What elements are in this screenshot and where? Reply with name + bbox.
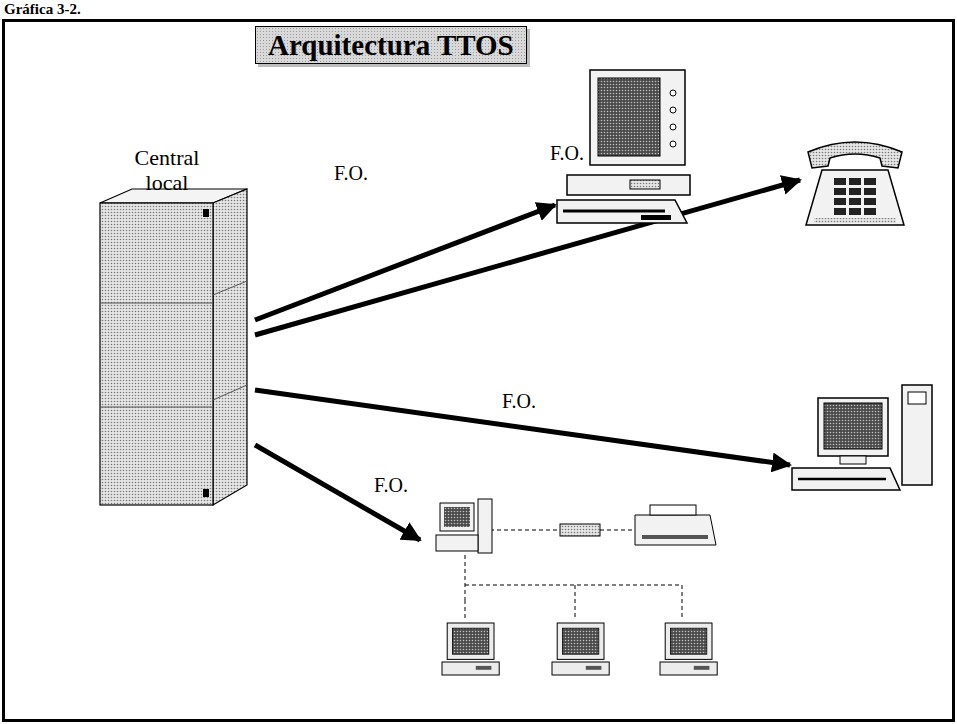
link-label: F.O. — [548, 142, 586, 164]
phone-key — [864, 208, 876, 215]
screen-shape — [824, 403, 882, 449]
printer-paper — [650, 505, 696, 515]
fiber-link — [255, 390, 790, 465]
monitor-shape — [665, 623, 712, 659]
monitor-knob — [670, 124, 676, 130]
cabinet-handle — [203, 489, 209, 497]
keyboard-keys — [798, 478, 886, 481]
drive-slot — [586, 666, 602, 670]
monitor-knob — [670, 141, 676, 147]
handset-shape — [808, 142, 902, 168]
monitor-knob — [670, 107, 676, 113]
cabinet-divider — [213, 281, 247, 295]
phone-key — [849, 178, 861, 185]
link-label: F.O. — [500, 390, 538, 412]
phone-key — [864, 188, 876, 195]
network-wire — [465, 585, 682, 586]
phone-key — [849, 208, 861, 215]
phone-key — [849, 188, 861, 195]
monitor-shape — [557, 623, 604, 659]
screen-shape — [444, 507, 470, 527]
drive-slot — [694, 666, 710, 670]
keyboard-keys — [641, 215, 671, 220]
network-wire — [465, 555, 466, 600]
cabinet-side — [213, 189, 247, 505]
printer-shape — [635, 515, 716, 545]
icon-drawing — [790, 380, 935, 495]
network-wire — [600, 530, 635, 531]
case-shape — [442, 662, 499, 675]
network-wire — [465, 600, 466, 620]
phone-key — [834, 208, 846, 215]
phone-body — [806, 170, 904, 225]
tower-shape — [902, 385, 932, 485]
telephone-icon — [800, 130, 910, 230]
cabinet-handle — [203, 209, 209, 217]
drive-slot — [476, 666, 492, 670]
screen-shape — [670, 628, 706, 654]
printer-slot — [642, 535, 708, 539]
monitor-shape — [818, 398, 888, 456]
cabinet-divider — [213, 385, 247, 400]
link-label: F.O. — [332, 162, 370, 184]
node-heading: Central local — [117, 145, 217, 195]
fiber-link — [255, 180, 800, 335]
fiber-link — [255, 445, 420, 540]
lan-network-icon — [420, 495, 725, 710]
keyboard-keys — [563, 210, 665, 213]
icon-drawing — [420, 495, 725, 710]
case-shape — [552, 662, 609, 675]
central-office: Central local — [95, 145, 255, 510]
phone-key — [864, 178, 876, 185]
monitor-shape — [590, 70, 685, 165]
screen-shape — [452, 628, 488, 654]
phone-base — [814, 218, 896, 223]
keyboard-shape — [792, 468, 900, 490]
link-label: F.O. — [372, 474, 410, 496]
tower-drive — [908, 392, 926, 404]
phone-key — [834, 198, 846, 205]
monitor-stand — [840, 456, 866, 464]
icon-drawing — [800, 130, 910, 230]
hub-shape — [560, 524, 600, 536]
phone-key — [849, 198, 861, 205]
icon-drawing — [95, 145, 255, 510]
phone-key — [834, 178, 846, 185]
tower-shape — [478, 499, 492, 553]
network-wire — [575, 585, 576, 620]
cabinet-divider — [100, 303, 213, 304]
keyboard-shape — [557, 200, 687, 223]
diagram-title: Arquitectura TTOS — [255, 26, 527, 64]
drive-slot — [630, 180, 660, 189]
workstation-icon — [790, 380, 935, 495]
monitor-knob — [670, 90, 676, 96]
cabinet-front — [100, 203, 213, 505]
monitor-shape — [447, 623, 494, 659]
case-shape — [567, 175, 690, 195]
phone-key — [864, 198, 876, 205]
case-shape — [436, 535, 478, 551]
phone-key — [834, 188, 846, 195]
monitor-shape — [440, 503, 474, 531]
network-wire — [682, 585, 683, 620]
network-wire — [490, 530, 560, 531]
screen-shape — [562, 628, 598, 654]
screen-shape — [598, 78, 660, 156]
figure-number: Gráfica 3-2. — [4, 1, 81, 18]
case-shape — [660, 662, 717, 675]
cabinet-divider — [100, 407, 213, 408]
